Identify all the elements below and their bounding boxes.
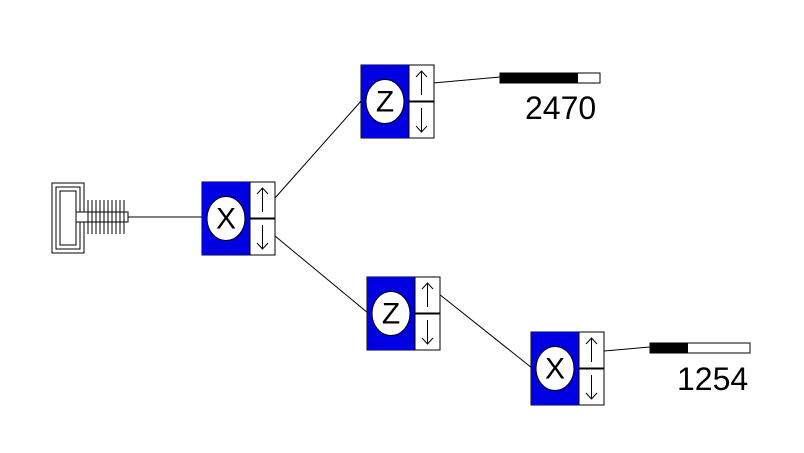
- node-x-bottom[interactable]: X: [530, 331, 605, 406]
- output-bar-bottom: [649, 342, 751, 354]
- node-label: Z: [376, 86, 394, 119]
- node-label: Z: [382, 298, 400, 331]
- node-badge: [535, 346, 575, 391]
- wire-top-z-to-bar: [432, 76, 501, 84]
- down-arrow-icon: [585, 375, 598, 400]
- node-badge: [365, 79, 405, 124]
- up-arrow-icon: [585, 337, 598, 362]
- node-badge: [371, 291, 411, 336]
- level-bar-fill: [500, 73, 578, 83]
- output-value-top: 2470: [525, 90, 596, 126]
- output-bar-top: [499, 72, 601, 84]
- screw-clamp-icon[interactable]: [51, 182, 129, 254]
- node-z-top[interactable]: Z: [360, 64, 435, 139]
- down-arrow-icon: [415, 108, 428, 133]
- up-arrow-icon: [415, 70, 428, 95]
- wire-bottom-z-to-x: [438, 293, 533, 369]
- up-arrow-icon: [256, 187, 269, 212]
- output-value-bottom: 1254: [677, 361, 748, 397]
- node-badge: [206, 196, 246, 241]
- down-arrow-icon: [256, 225, 269, 250]
- wire-bottom-x-to-bar: [603, 346, 651, 352]
- node-label: X: [216, 203, 236, 236]
- wire-x-to-top-z: [274, 99, 363, 199]
- down-arrow-icon: [421, 320, 434, 345]
- up-arrow-icon: [421, 282, 434, 307]
- wire-x-to-bottom-z: [274, 235, 369, 314]
- level-bar-fill: [650, 343, 688, 353]
- node-label: X: [545, 353, 565, 386]
- node-z-bottom[interactable]: Z: [366, 276, 441, 351]
- node-x-main[interactable]: X: [201, 181, 276, 256]
